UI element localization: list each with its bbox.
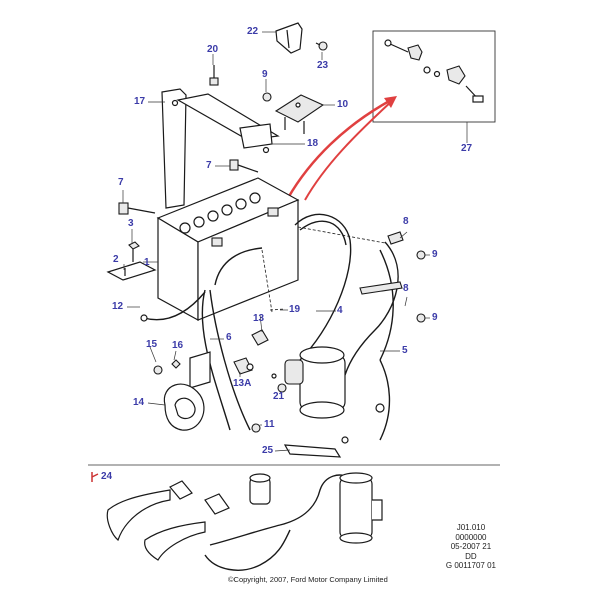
callout-20: 20 <box>207 44 219 55</box>
bracket-25 <box>283 444 342 458</box>
callout-23: 23 <box>317 60 329 71</box>
clamp-plate-10 <box>274 94 325 134</box>
callout-27: 27 <box>461 143 473 154</box>
callout-15: 15 <box>146 339 158 350</box>
callout-6: 6 <box>226 332 232 343</box>
callout-14: 14 <box>133 397 145 408</box>
cable-5 <box>344 241 399 376</box>
highlight-arrow <box>286 96 397 201</box>
copyright-notice: ©Copyright, 2007, Ford Motor Company Lim… <box>228 575 388 584</box>
dual-horns-24 <box>106 472 383 571</box>
callout-22: 22 <box>247 26 259 37</box>
callout-9-right-upper: 9 <box>432 249 438 260</box>
battery-1 <box>156 177 300 322</box>
starter-motor <box>284 346 346 419</box>
drawing-reference-block: J01.010 0000000 05-2007 21 DD G 0011707 … <box>446 523 496 571</box>
callout-8-upper: 8 <box>403 216 409 227</box>
callout-2: 2 <box>113 254 119 265</box>
callout-21: 21 <box>273 391 285 402</box>
cable-4 <box>294 213 352 361</box>
callout-10: 10 <box>337 99 349 110</box>
hold-down-frame <box>161 88 280 209</box>
callout-12: 12 <box>112 301 124 312</box>
callout-4: 4 <box>337 305 343 316</box>
bolt-23 <box>315 41 328 51</box>
horn-14 <box>163 383 205 431</box>
ref-line-4: DD <box>465 551 477 561</box>
ref-line-2: 0000000 <box>455 532 487 542</box>
callout-5: 5 <box>402 345 408 356</box>
callout-16: 16 <box>172 340 184 351</box>
bolt-3 <box>128 241 140 262</box>
callout-7-lower: 7 <box>118 177 124 188</box>
bracket-22 <box>275 22 303 54</box>
callout-3: 3 <box>128 218 134 229</box>
callout-13: 13 <box>253 313 265 324</box>
callout-19: 19 <box>289 304 301 315</box>
callout-9-top: 9 <box>262 69 268 80</box>
callout-9-right-lower: 9 <box>432 312 438 323</box>
callout-24: 24 <box>101 471 113 482</box>
callout-13a: 13A <box>233 378 252 389</box>
callout-1: 1 <box>144 257 150 268</box>
callout-25: 25 <box>262 445 274 456</box>
ref-line-5: G 0011707 01 <box>445 561 496 571</box>
callout-18: 18 <box>307 138 319 149</box>
callout-11: 11 <box>264 419 275 430</box>
callout-17: 17 <box>134 96 146 107</box>
clamp-assembly-27 <box>384 39 484 103</box>
screw-7-upper <box>229 159 259 173</box>
ref-line-3: 05-2007 21 <box>450 542 492 552</box>
inset-frame <box>372 30 496 123</box>
battery-tray-2 <box>106 261 157 281</box>
ref-line-1: J01.010 <box>456 523 486 532</box>
callout-7-upper: 7 <box>206 160 212 171</box>
screw-7-lower <box>118 202 156 215</box>
callout-8-lower: 8 <box>403 283 409 294</box>
